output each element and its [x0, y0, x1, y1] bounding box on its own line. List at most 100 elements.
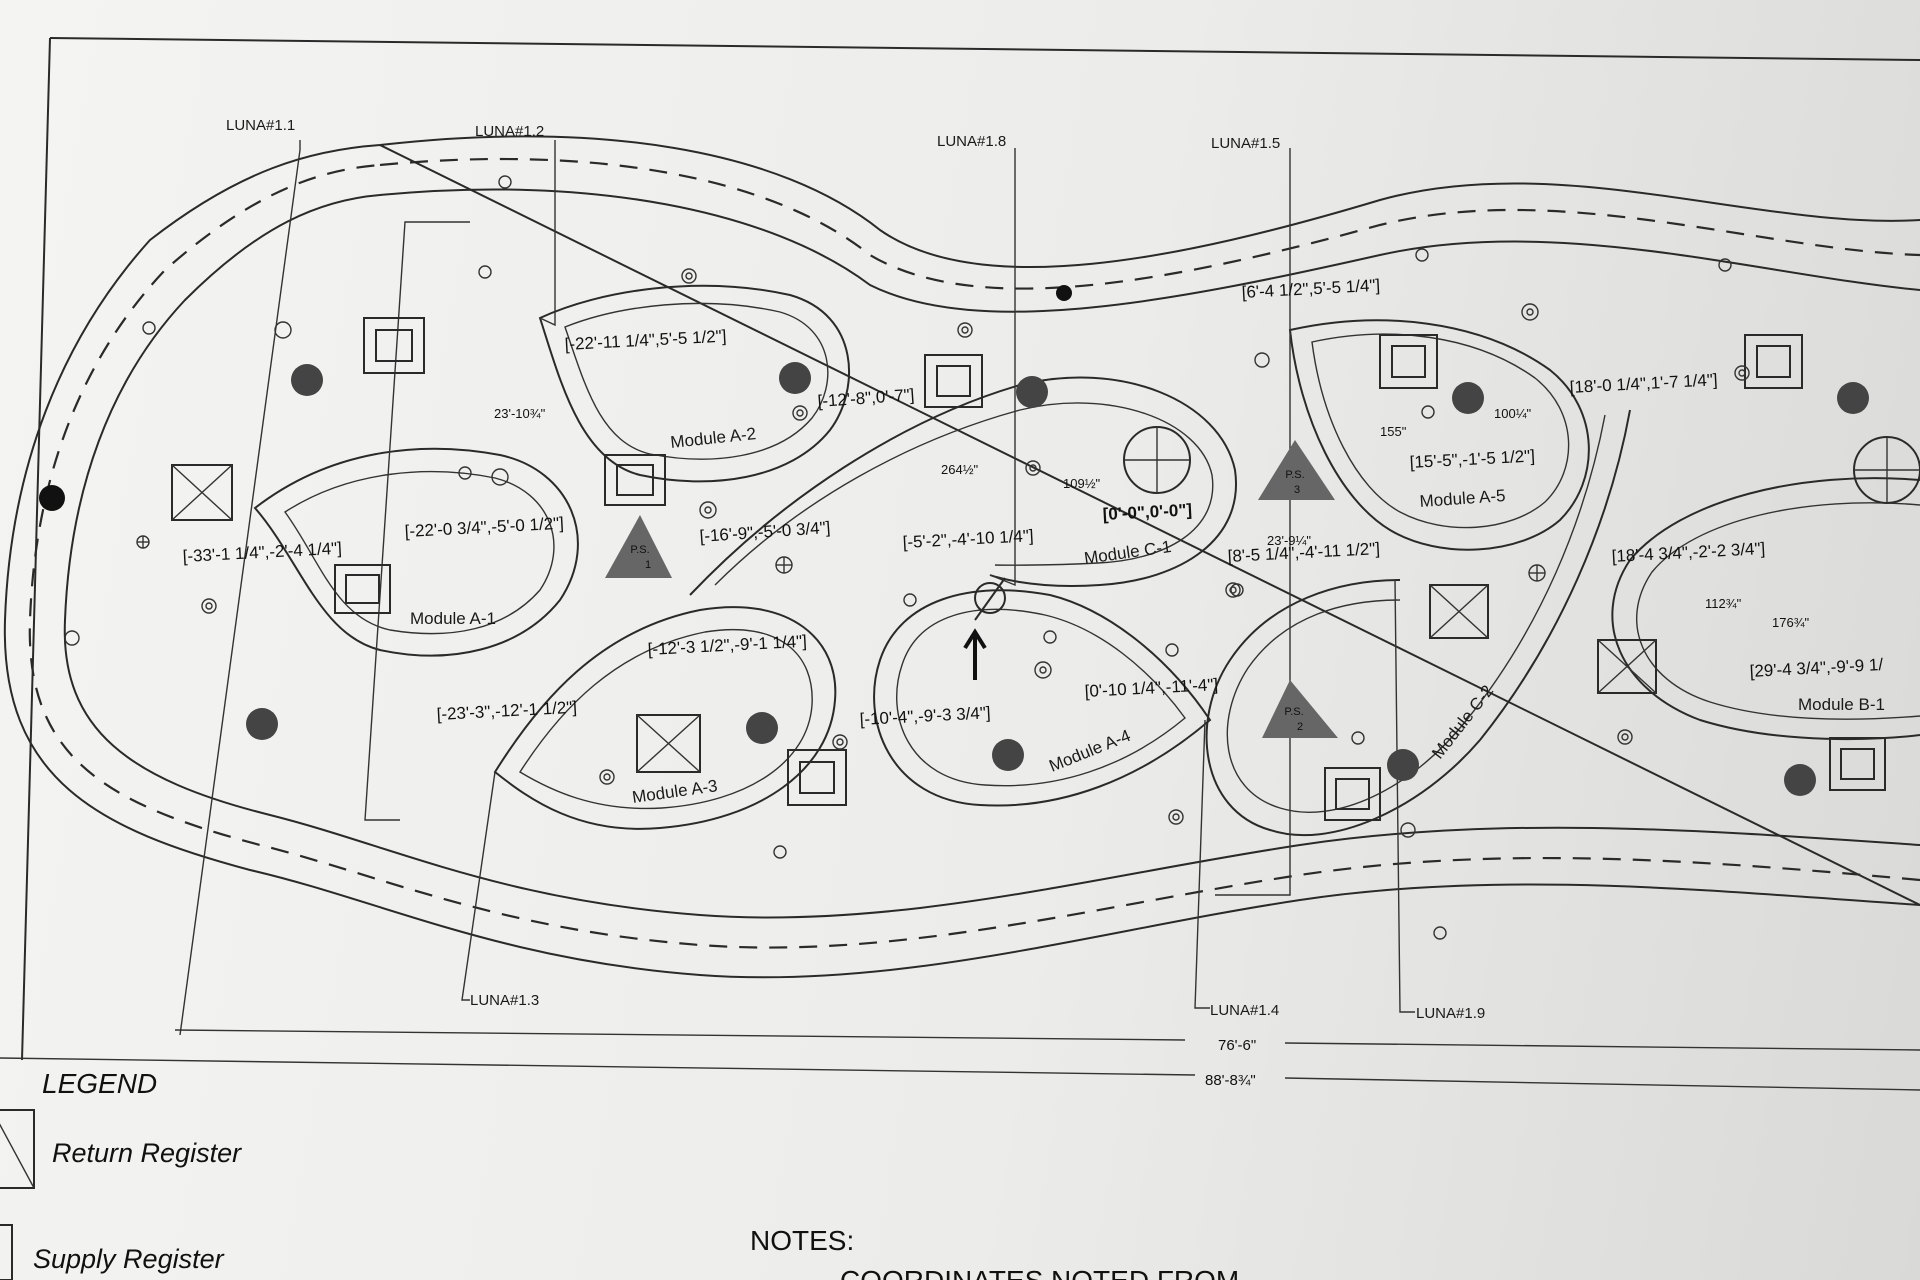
return-register-icon: [1429, 584, 1489, 639]
dim-109-label: 109½": [1063, 476, 1101, 491]
supply-register-icon: [1744, 334, 1803, 389]
border-top: [49, 37, 1920, 61]
pump-station-2-num: 2: [1297, 721, 1303, 733]
supply-register-icon: [1829, 737, 1886, 791]
coord-a4-end: [0'-10 1/4",-11'-4"]: [1084, 675, 1218, 701]
star-marker-icons: [136, 535, 1546, 582]
origin-marker-icon: [974, 577, 1006, 621]
coord-a3-end: [-12'-3 1/2",-9'-1 1/4"]: [647, 632, 807, 659]
north-arrow-icon: [963, 628, 987, 680]
leader-luna-1-5: [1215, 148, 1291, 896]
legend-supply-label: Supply Register: [33, 1244, 225, 1274]
module-c1-outline: [689, 376, 1238, 596]
supply-register-icon: [604, 454, 666, 506]
solid-dot-icon: [1056, 285, 1072, 301]
supply-register-icon: [924, 354, 983, 408]
coord-c2-start: [18'-0 1/4",1'-7 1/4"]: [1569, 370, 1718, 397]
dim-line-88-8: [0, 1057, 1196, 1076]
solid-dot-icon: [39, 485, 65, 511]
target-circle-icon: [1123, 426, 1191, 494]
target-circle-icon: [1853, 436, 1920, 504]
legend-return-label: Return Register: [52, 1138, 242, 1168]
dim-88-8-label: 88'-8¾": [1205, 1072, 1256, 1089]
dim-23-10: [364, 221, 470, 821]
diffuser-icons: [201, 268, 1750, 825]
module-a3-outline: [493, 606, 837, 830]
module-a2-outline: [538, 284, 851, 483]
supply-register-icon: [363, 317, 425, 374]
notes-title: NOTES:: [750, 1225, 854, 1256]
leader-luna-1-3: [461, 771, 496, 1001]
luna-1-1-label: LUNA#1.1: [226, 117, 295, 134]
coord-a5-end: [15'-5",-1'-5 1/2"]: [1409, 446, 1535, 472]
coord-a4-start: [-10'-4",-9'-3 3/4"]: [859, 703, 991, 729]
legend-title: LEGEND: [42, 1068, 157, 1099]
supply-register-icon: [787, 749, 847, 806]
supply-register-legend-icon: [0, 1224, 13, 1280]
module-a4-outline: [873, 589, 1212, 807]
leader-luna-1-8: [989, 148, 1016, 587]
pump-station-1-label: P.S.: [630, 544, 649, 556]
module-a4-label: Module A-4: [1046, 726, 1133, 776]
pump-station-3-label: P.S.: [1285, 469, 1304, 481]
fixture-hatched-icon: [246, 362, 1869, 796]
coord-b1-start: [18'-4 3/4",-2'-2 3/4"]: [1611, 539, 1765, 566]
pump-station-1-num: 1: [645, 559, 651, 571]
luna-1-5-label: LUNA#1.5: [1211, 135, 1280, 152]
pump-station-2-icon: P.S. 2: [1262, 680, 1338, 738]
module-a1-outline: [253, 447, 579, 657]
notes-line-1: COORDINATES NOTED FROM: [840, 1265, 1239, 1280]
luna-1-9-label: LUNA#1.9: [1416, 1005, 1485, 1022]
coord-a3-start: [-23'-3",-12'-1 1/2"]: [436, 698, 577, 724]
module-a5-outline: [1288, 319, 1590, 551]
module-a1-label: Module A-1: [410, 609, 496, 628]
coord-a2-start: [-22'-11 1/4",5'-5 1/2"]: [564, 327, 727, 354]
return-register-icon: [636, 714, 701, 773]
module-c1-label: Module C-1: [1083, 537, 1173, 568]
return-register-legend-icon: [0, 1109, 35, 1189]
leader-luna-1-4: [1194, 719, 1210, 1009]
coord-a1-start: [-33'-1 1/4",-2'-4 1/4"]: [182, 539, 342, 566]
luna-1-4-label: LUNA#1.4: [1210, 1002, 1279, 1019]
luna-1-2-label: LUNA#1.2: [475, 123, 544, 140]
island-dashed-edge: [28, 157, 1920, 949]
coord-b1-end: [29'-4 3/4",-9'-9 1/: [1749, 655, 1884, 681]
coord-origin: [0'-0",0'-0"]: [1102, 500, 1192, 524]
supply-register-icon: [1324, 767, 1381, 821]
module-c2-label: Module C-2: [1428, 682, 1497, 763]
dim-23-9-label: 23'-9¼": [1267, 533, 1311, 548]
dim-176-label: 176¾": [1772, 615, 1810, 630]
dim-264-label: 264½": [941, 462, 979, 477]
module-a5-label: Module A-5: [1419, 486, 1506, 511]
supply-register-icon: [1379, 334, 1438, 389]
coord-c1-start: [-16'-9",-5'-0 3/4"]: [699, 518, 831, 546]
dim-23-10-label: 23'-10¾": [494, 406, 546, 421]
luna-1-3-label: LUNA#1.3: [470, 992, 539, 1009]
module-a2-label: Module A-2: [669, 424, 757, 452]
leader-luna-1-2: [539, 140, 556, 327]
dim-155-label: 155": [1380, 424, 1407, 439]
module-b1-label: Module B-1: [1798, 695, 1885, 714]
pump-station-3-icon: P.S. 3: [1258, 440, 1335, 500]
dim-100-label: 100¼": [1494, 406, 1532, 421]
island-inner-outline: [63, 188, 1920, 919]
pump-station-1-icon: P.S. 1: [605, 515, 672, 578]
module-b1-outline: [1611, 477, 1920, 741]
leader-luna-1-9: [1394, 579, 1415, 1013]
island-outer-outline: [3, 135, 1920, 979]
coord-a1-end: [-22'-0 3/4",-5'-0 1/2"]: [404, 514, 564, 541]
coord-a2-end: [-12'-8",0'-7"]: [817, 385, 915, 411]
dim-line-76-6: [174, 1029, 1186, 1041]
pump-station-2-label: P.S.: [1284, 706, 1303, 718]
return-register-icon: [171, 464, 233, 521]
pump-station-3-num: 3: [1294, 484, 1300, 496]
luna-1-8-label: LUNA#1.8: [937, 133, 1006, 150]
small-circle-icons: [64, 175, 1732, 940]
module-c2-outline: [1205, 409, 1631, 837]
dim-112-label: 112¾": [1705, 596, 1742, 611]
supply-register-icon: [334, 564, 391, 614]
leader-luna-1-1: [179, 140, 301, 1036]
return-register-icon: [1597, 639, 1657, 694]
